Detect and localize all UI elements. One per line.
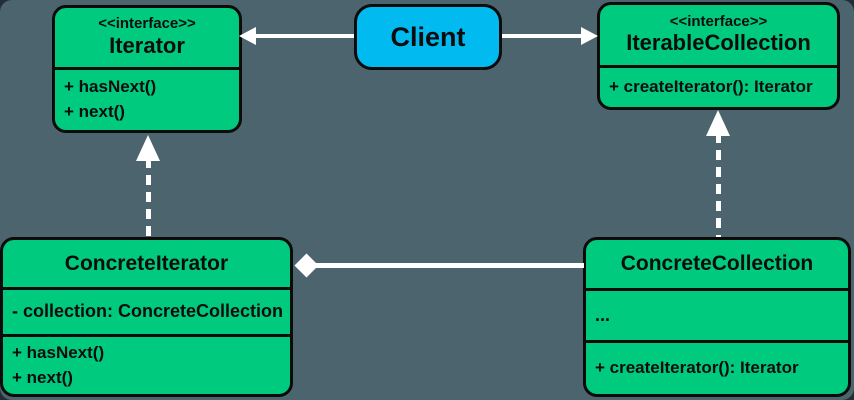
- class-client: Client: [354, 4, 502, 70]
- realization-arrowhead-icon: [136, 135, 160, 161]
- class-name: Iterator: [109, 32, 185, 58]
- class-iterable-collection-header: <<interface>> IterableCollection: [600, 5, 837, 65]
- aggregation-line: [312, 263, 584, 268]
- class-concrete-iterator-attributes: - collection: ConcreteCollection: [3, 287, 290, 334]
- method: + next(): [12, 367, 73, 387]
- method: + createIterator(): Iterator: [609, 77, 813, 97]
- class-iterator-methods: + hasNext() + next(): [55, 67, 239, 130]
- class-name: IterableCollection: [626, 30, 811, 56]
- method: + next(): [64, 102, 125, 121]
- class-iterator: <<interface>> Iterator + hasNext() + nex…: [52, 5, 242, 133]
- stereotype-label: <<interface>>: [98, 15, 196, 33]
- association-client-iterable-collection-line: [502, 34, 582, 38]
- realization-arrowhead-icon: [706, 110, 730, 136]
- stereotype-label: <<interface>>: [669, 12, 768, 30]
- class-concrete-collection-attributes: ...: [586, 288, 848, 340]
- class-iterable-collection-methods: + createIterator(): Iterator: [600, 65, 837, 107]
- class-name: ConcreteIterator: [64, 251, 229, 275]
- arrowhead-right-icon: [581, 27, 598, 45]
- method: + hasNext(): [12, 342, 105, 362]
- attribute: - collection: ConcreteCollection: [12, 301, 284, 322]
- method: + hasNext(): [64, 77, 157, 97]
- class-name: Client: [390, 21, 466, 52]
- attribute: ...: [595, 304, 611, 325]
- class-concrete-iterator-header: ConcreteIterator: [3, 240, 290, 287]
- class-concrete-collection-methods: + createIterator(): Iterator: [586, 340, 848, 394]
- class-concrete-collection-header: ConcreteCollection: [586, 240, 848, 288]
- realization-concrete-iterator-line: [146, 158, 151, 237]
- association-client-iterator-line: [254, 34, 354, 38]
- class-concrete-iterator: ConcreteIterator - collection: ConcreteC…: [0, 237, 293, 397]
- class-name: ConcreteCollection: [620, 252, 814, 276]
- class-iterable-collection: <<interface>> IterableCollection + creat…: [597, 2, 840, 110]
- class-iterator-header: <<interface>> Iterator: [55, 8, 239, 67]
- class-concrete-collection: ConcreteCollection ... + createIterator(…: [583, 237, 851, 397]
- class-concrete-iterator-methods: + hasNext() + next(): [3, 334, 290, 394]
- method: + createIterator(): Iterator: [595, 358, 799, 378]
- arrowhead-left-icon: [239, 27, 256, 45]
- realization-concrete-collection-line: [716, 133, 721, 237]
